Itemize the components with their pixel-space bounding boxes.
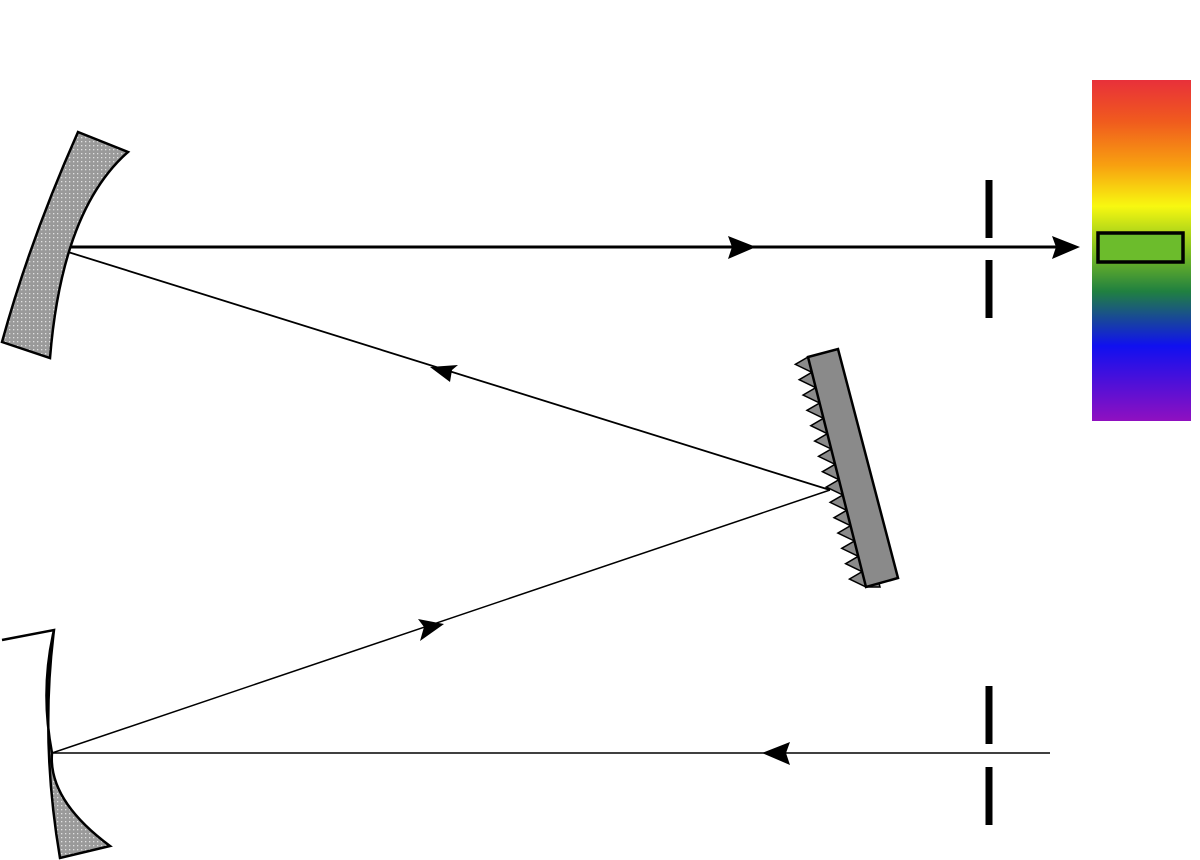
grating-body bbox=[806, 347, 900, 589]
arrowheads bbox=[418, 236, 1080, 765]
collimating-mirror bbox=[0, 130, 131, 360]
collimated-beam bbox=[51, 489, 831, 754]
arrow-right-icon bbox=[1052, 236, 1080, 259]
selected-wavelength-box bbox=[1096, 231, 1185, 264]
arrow-left-icon bbox=[762, 742, 790, 765]
arrow-up-left-icon bbox=[430, 365, 458, 382]
focusing-mirror bbox=[1, 628, 113, 860]
arrow-up-right-icon bbox=[418, 619, 444, 641]
light-rays bbox=[51, 245, 1062, 754]
arrow-right-icon bbox=[728, 236, 756, 259]
diffraction-grating bbox=[793, 347, 900, 589]
